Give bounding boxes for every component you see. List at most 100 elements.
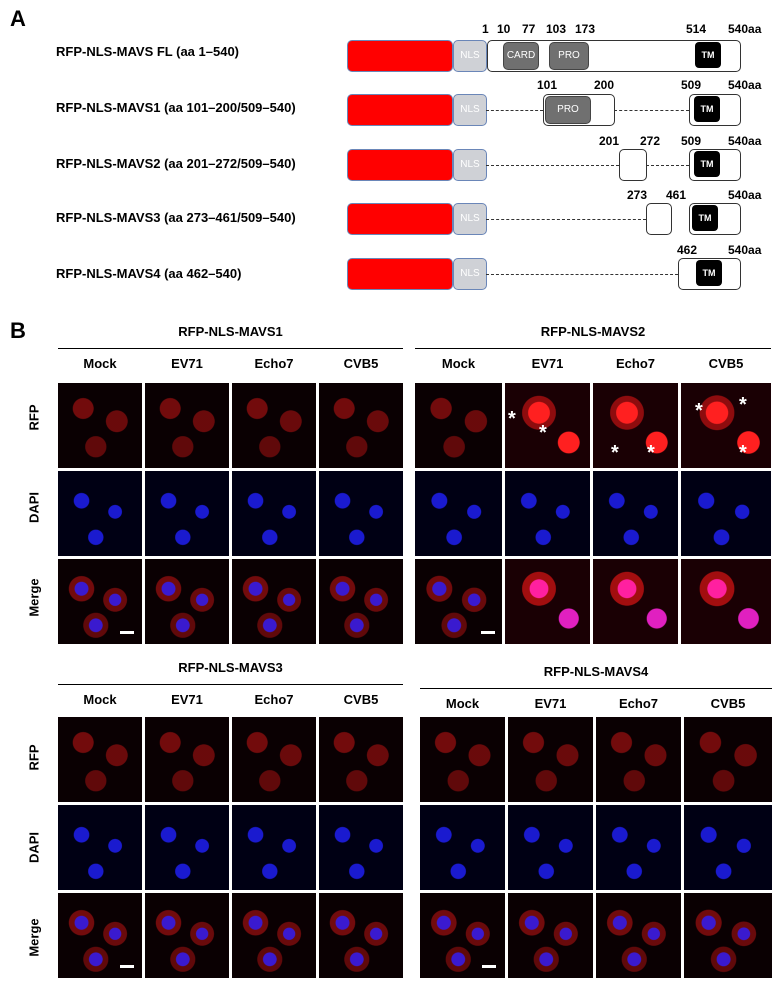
col-ev71-g2: EV71	[531, 356, 564, 371]
row-label-dapi-bottom: DAPI	[26, 831, 42, 864]
tm-domain-mavs1: TM	[694, 96, 720, 122]
construct-label-mavs3: RFP-NLS-MAVS3 (aa 273–461/509–540)	[56, 210, 296, 225]
rfp-box-mavs3	[347, 203, 453, 235]
group-line-mavs2	[415, 348, 771, 349]
row-label-merge-top: Merge	[26, 578, 42, 617]
col-echo7-g1: Echo7	[254, 356, 294, 371]
micrograph-mavs1-cvb5-dapi	[319, 471, 403, 556]
nls-box-fl: NLS	[453, 40, 487, 72]
num-273: 273	[627, 188, 648, 202]
construct-label-mavs1: RFP-NLS-MAVS1 (aa 101–200/509–540)	[56, 100, 296, 115]
num-1: 1	[482, 22, 489, 36]
micrograph-mavs2-ev71-rfp: * *	[505, 383, 590, 468]
construct-label-fl: RFP-NLS-MAVS FL (aa 1–540)	[56, 44, 240, 59]
micrograph-mavs2-mock-rfp	[415, 383, 502, 468]
pro-domain-fl: PRO	[549, 42, 589, 70]
num-173: 173	[575, 22, 596, 36]
micrograph-mavs4-echo7-dapi	[596, 805, 681, 890]
dash-mavs1-a	[486, 110, 543, 111]
num-272: 272	[640, 134, 661, 148]
scale-bar	[481, 631, 495, 634]
rfp-box-mavs4	[347, 258, 453, 290]
tm-domain-fl: TM	[695, 42, 721, 68]
rfp-box-mavs2	[347, 149, 453, 181]
micrograph-mavs1-mock-rfp	[58, 383, 142, 468]
micrograph-mavs2-ev71-dapi	[505, 471, 590, 556]
micrograph-mavs3-ev71-merge	[145, 893, 229, 978]
scale-bar	[120, 631, 134, 634]
num-540aa-mavs4: 540aa	[728, 243, 762, 257]
col-cvb5-g1: CVB5	[343, 356, 379, 371]
micrograph-mavs1-echo7-dapi	[232, 471, 316, 556]
micrograph-mavs4-echo7-merge	[596, 893, 681, 978]
group-title-mavs2: RFP-NLS-MAVS2	[540, 324, 646, 339]
micrograph-mavs3-mock-rfp	[58, 717, 142, 802]
pro-domain-mavs1: PRO	[545, 96, 591, 124]
micrograph-mavs3-cvb5-rfp	[319, 717, 403, 802]
asterisk-marker: *	[647, 442, 655, 464]
micrograph-mavs4-cvb5-dapi	[684, 805, 772, 890]
col-cvb5-g2: CVB5	[708, 356, 744, 371]
micrograph-mavs1-cvb5-merge	[319, 559, 403, 644]
micrograph-mavs4-cvb5-rfp	[684, 717, 772, 802]
col-mock-g1: Mock	[83, 356, 117, 371]
micrograph-mavs3-ev71-dapi	[145, 805, 229, 890]
micrograph-mavs1-ev71-rfp	[145, 383, 229, 468]
micrograph-mavs4-mock-merge	[420, 893, 505, 978]
num-540aa-mavs2: 540aa	[728, 134, 762, 148]
nls-box-mavs3: NLS	[453, 203, 487, 235]
group-line-mavs3	[58, 684, 403, 685]
num-509-mavs1: 509	[681, 78, 702, 92]
col-ev71-g3: EV71	[171, 692, 203, 707]
micrograph-mavs2-mock-dapi	[415, 471, 502, 556]
micrograph-mavs2-echo7-dapi	[593, 471, 678, 556]
micrograph-mavs2-cvb5-rfp: * * *	[681, 383, 771, 468]
micrograph-mavs3-ev71-rfp	[145, 717, 229, 802]
micrograph-mavs1-cvb5-rfp	[319, 383, 403, 468]
group-line-mavs1	[58, 348, 403, 349]
dash-mavs3	[486, 219, 646, 220]
col-cvb5-g4: CVB5	[710, 696, 746, 711]
num-200: 200	[594, 78, 615, 92]
dash-mavs2-b	[646, 165, 689, 166]
micrograph-mavs3-cvb5-merge	[319, 893, 403, 978]
mavs3-segment	[646, 203, 672, 235]
nls-box-mavs2: NLS	[453, 149, 487, 181]
tm-domain-mavs4: TM	[696, 260, 722, 286]
card-domain: CARD	[503, 42, 539, 70]
num-77: 77	[522, 22, 536, 36]
micrograph-mavs4-cvb5-merge	[684, 893, 772, 978]
col-mock-g3: Mock	[83, 692, 117, 707]
construct-label-mavs2: RFP-NLS-MAVS2 (aa 201–272/509–540)	[56, 156, 296, 171]
row-label-rfp-top: RFP	[26, 404, 42, 431]
num-10: 10	[497, 22, 511, 36]
col-mock-g2: Mock	[441, 356, 476, 371]
col-mock-g4: Mock	[445, 696, 480, 711]
col-ev71-g1: EV71	[171, 356, 203, 371]
micrograph-mavs4-ev71-merge	[508, 893, 593, 978]
micrograph-mavs4-ev71-dapi	[508, 805, 593, 890]
tm-domain-mavs3: TM	[692, 205, 718, 231]
micrograph-mavs4-echo7-rfp	[596, 717, 681, 802]
asterisk-marker: *	[508, 408, 516, 430]
asterisk-marker: *	[611, 442, 619, 464]
micrograph-mavs2-echo7-rfp: * *	[593, 383, 678, 468]
group-title-mavs3: RFP-NLS-MAVS3	[178, 660, 283, 675]
micrograph-mavs1-mock-dapi	[58, 471, 142, 556]
num-101: 101	[537, 78, 558, 92]
micrograph-mavs2-mock-merge	[415, 559, 502, 644]
panel-a-letter: A	[10, 6, 26, 31]
col-cvb5-g3: CVB5	[343, 692, 379, 707]
num-540aa-fl: 540aa	[728, 22, 762, 36]
micrograph-mavs3-mock-dapi	[58, 805, 142, 890]
num-514: 514	[686, 22, 707, 36]
asterisk-marker: *	[539, 422, 547, 444]
col-echo7-g3: Echo7	[254, 692, 294, 707]
scale-bar	[482, 965, 496, 968]
micrograph-mavs4-mock-dapi	[420, 805, 505, 890]
group-line-mavs4	[420, 688, 772, 689]
construct-label-mavs4: RFP-NLS-MAVS4 (aa 462–540)	[56, 266, 242, 281]
micrograph-mavs2-echo7-merge	[593, 559, 678, 644]
micrograph-mavs2-cvb5-merge	[681, 559, 771, 644]
mavs2-segment	[619, 149, 647, 181]
